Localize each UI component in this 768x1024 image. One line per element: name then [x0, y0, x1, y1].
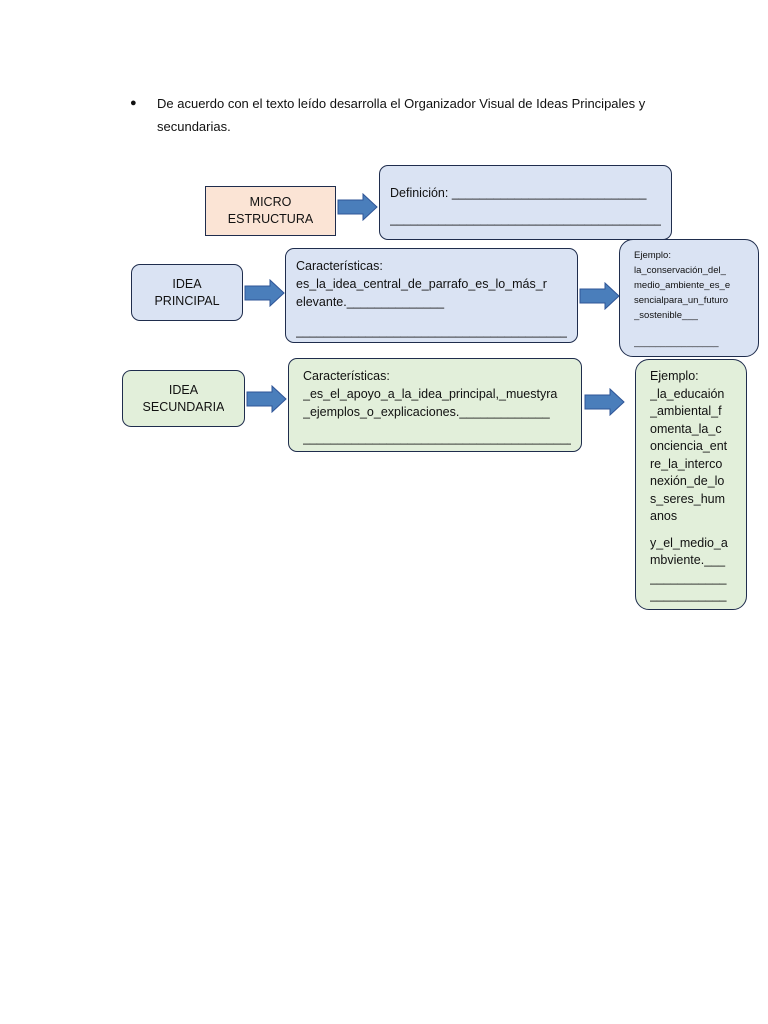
ejemplo-secundaria-line: _ambiental_f	[650, 404, 722, 418]
ejemplo-secundaria-box: Ejemplo: _la_educaión _ambiental_f oment…	[635, 359, 747, 610]
caracteristicas-secundaria-line: Características:	[303, 369, 390, 383]
ejemplo-principal-line	[634, 323, 748, 335]
ejemplo-secundaria-line: re_la_interco	[650, 456, 723, 471]
micro-estructura-box: MICRO ESTRUCTURA	[205, 186, 336, 236]
arrow-right-icon	[584, 388, 625, 416]
ejemplo-principal-line: la_conservación_del_	[634, 265, 726, 276]
idea-principal-line-2: PRINCIPAL	[154, 293, 220, 308]
idea-secundaria-line-1: IDEA	[168, 382, 199, 397]
caracteristicas-principal-line: ________________________________________…	[296, 324, 567, 338]
ejemplo-secundaria-line: omenta_la_c	[650, 421, 722, 436]
idea-secundaria-line-2: SECUNDARIA	[142, 399, 225, 414]
ejemplo-secundaria-line: y_el_medio_a	[650, 535, 728, 550]
instruction-line-1: De acuerdo con el texto leído desarrolla…	[157, 96, 646, 111]
caracteristicas-secundaria-box: Características: _es_el_apoyo_a_la_idea_…	[288, 358, 582, 452]
ejemplo-secundaria-line: _la_educaión	[650, 386, 725, 401]
ejemplo-secundaria-line	[650, 526, 736, 535]
arrow-right-icon	[244, 279, 285, 307]
arrow-right-icon	[337, 193, 378, 221]
bullet-icon: ●	[130, 97, 137, 109]
caracteristicas-principal-line: Características:	[296, 259, 383, 273]
ejemplo-principal-line: _sostenible___	[634, 310, 698, 321]
ejemplo-secundaria-line: nexión_de_lo	[650, 474, 725, 488]
arrow-right-icon	[579, 282, 620, 310]
ejemplo-secundaria-line: mbviente.___	[650, 553, 726, 567]
ejemplo-principal-line: medio_ambiente_es_e	[634, 280, 731, 291]
caracteristicas-principal-box: Características: es_la_idea_central_de_p…	[285, 248, 578, 343]
instruction-text: ● De acuerdo con el texto leído desarrol…	[130, 92, 670, 138]
caracteristicas-secundaria-line: _ejemplos_o_explicaciones._____________	[303, 405, 550, 419]
ejemplo-secundaria-line: anos	[650, 509, 678, 523]
ejemplo-secundaria-line: Ejemplo:	[650, 369, 699, 383]
arrow-right-icon	[246, 385, 287, 413]
ejemplo-secundaria-line: ___________	[650, 588, 727, 602]
ejemplo-principal-line: Ejemplo:	[634, 250, 671, 261]
caracteristicas-secundaria-line: ________________________________________…	[303, 431, 571, 445]
definicion-box: Definición: ____________________________…	[379, 165, 672, 240]
idea-secundaria-box: IDEA SECUNDARIA	[122, 370, 245, 427]
caracteristicas-secundaria-line	[303, 421, 571, 429]
micro-label-line-1: MICRO	[249, 195, 292, 209]
caracteristicas-principal-line: elevante.______________	[296, 295, 445, 309]
ejemplo-principal-line: ________________	[634, 337, 719, 348]
ejemplo-secundaria-line: ___________	[650, 570, 727, 585]
ejemplo-secundaria-line: s_seres_hum	[650, 491, 726, 506]
definicion-line-1: Definición: ____________________________	[390, 186, 647, 200]
idea-principal-line-1: IDEA	[172, 276, 202, 291]
caracteristicas-principal-line	[296, 311, 567, 322]
ejemplo-principal-box: Ejemplo: la_conservación_del_ medio_ambi…	[619, 239, 759, 357]
ejemplo-principal-line: sencialpara_un_futuro	[634, 295, 729, 306]
caracteristicas-principal-line: es_la_idea_central_de_parrafo_es_lo_más_…	[296, 277, 547, 291]
caracteristicas-secundaria-line: _es_el_apoyo_a_la_idea_principal,_muesty…	[303, 387, 558, 401]
instruction-line-2: secundarias.	[157, 119, 231, 134]
idea-principal-box: IDEA PRINCIPAL	[131, 264, 243, 321]
micro-label-line-2: ESTRUCTURA	[227, 212, 314, 226]
ejemplo-secundaria-line: onciencia_ent	[650, 439, 728, 453]
definicion-line-2: ________________________________________…	[390, 212, 661, 226]
